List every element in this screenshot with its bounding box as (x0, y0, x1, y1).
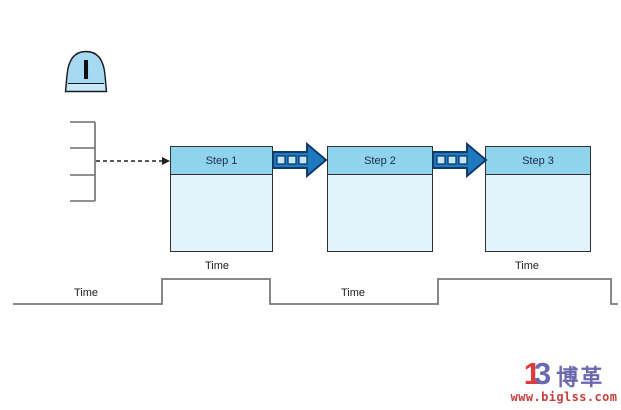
process-step-box-1: Step 1 (170, 146, 273, 252)
logo-mark-icon: 3 (533, 356, 552, 391)
timeline-ladder (13, 278, 618, 305)
process-step-box-2: Step 2 (327, 146, 433, 252)
logo-mark-icon: 1 (523, 356, 541, 391)
push-arrow-icon (272, 141, 328, 179)
schedule-bracket-icon (70, 121, 96, 202)
process-step-header: Step 1 (171, 147, 272, 175)
inventory-glyph: I (82, 54, 90, 85)
logo-website: www.biglss.com (510, 390, 618, 404)
time-label: Time (514, 260, 540, 272)
process-step-label: Step 2 (364, 154, 396, 167)
dashed-flow-arrow (96, 157, 170, 165)
logo-wordmark: 1 3 博革 (508, 355, 620, 389)
time-label: Time (340, 287, 366, 299)
process-step-label: Step 3 (522, 154, 554, 167)
inventory-icon: I (64, 50, 108, 93)
process-step-header: Step 3 (486, 147, 590, 175)
biglss-logo: 1 3 博革 www.biglss.com (508, 355, 620, 404)
process-step-header: Step 2 (328, 147, 432, 175)
logo-company-name: 博革 (556, 365, 605, 390)
push-arrow-icon (432, 141, 488, 179)
time-label: Time (204, 260, 230, 272)
process-step-box-3: Step 3 (485, 146, 591, 252)
process-step-label: Step 1 (205, 154, 238, 167)
time-label: Time (73, 287, 99, 299)
